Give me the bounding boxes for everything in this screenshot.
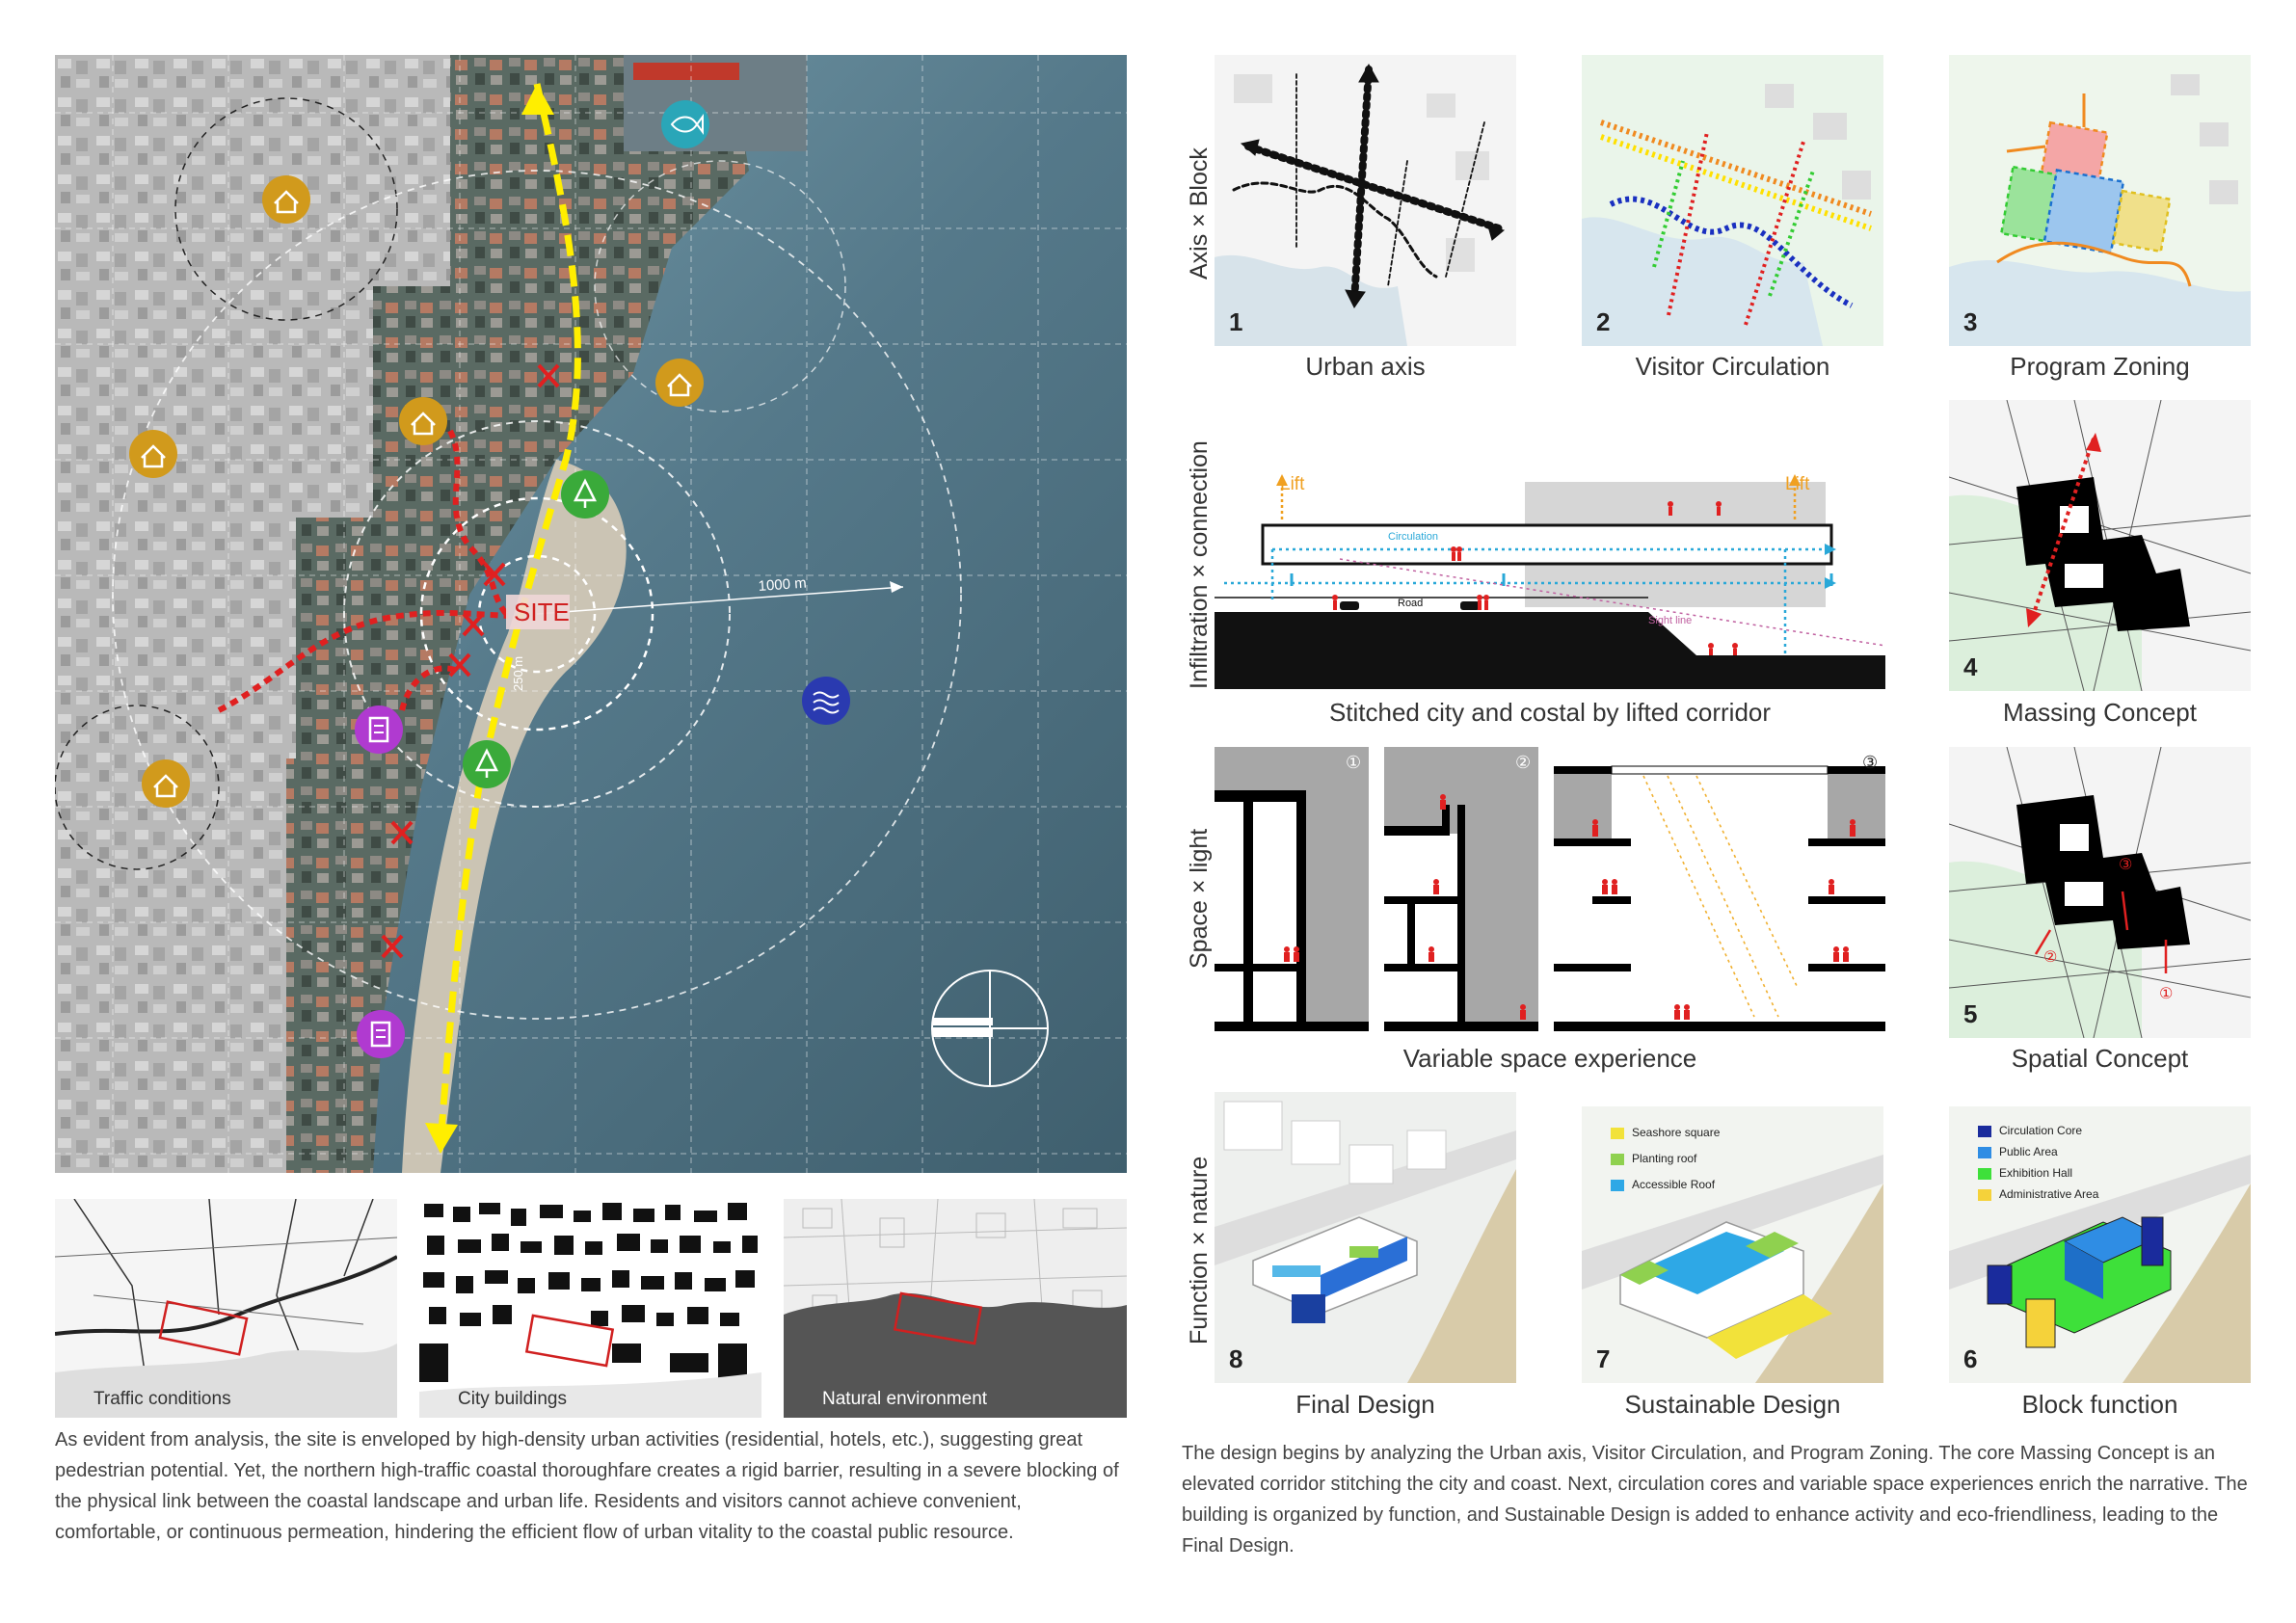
house-icon (655, 359, 704, 407)
legend-label: Planting roof (1632, 1152, 1697, 1165)
diagram-number: 3 (1963, 307, 1978, 336)
radius-1000-label: 1000 m (758, 575, 807, 595)
legend-label: Seashore square (1632, 1126, 1721, 1139)
circulation-label: Circulation (1388, 531, 1438, 543)
waves-icon (802, 677, 850, 725)
house-icon (129, 430, 177, 478)
caption-program-zoning: Program Zoning (2010, 352, 2190, 381)
legend-public-area: Public Area (1978, 1145, 2058, 1158)
nature-map (784, 1199, 1127, 1418)
diagram-number: 2 (1596, 307, 1611, 336)
row-label-function-nature: Function × nature (1186, 1156, 1213, 1344)
legend-label: Public Area (1999, 1145, 2058, 1158)
legend-label: Exhibition Hall (1999, 1166, 2073, 1180)
urban-axis-graphic (1215, 63, 1506, 346)
tree-icon (463, 740, 511, 788)
variable-space-graphic (1215, 747, 1885, 1031)
caption-massing-concept: Massing Concept (2003, 698, 2197, 727)
thumb-label-traffic: Traffic conditions (93, 1389, 231, 1409)
legend-label: Administrative Area (1999, 1187, 2099, 1201)
variable-mark-1: ① (1346, 753, 1362, 772)
legend-circulation-core: Circulation Core (1978, 1124, 2082, 1137)
traffic-map (55, 1199, 397, 1418)
spatial-concept-diagram: ③ ② ① 5 (1949, 747, 2251, 1038)
diagram-number: 8 (1229, 1344, 1243, 1373)
spatial-mark-2: ② (2043, 949, 2058, 966)
section-graphic (1215, 474, 1885, 689)
legend-planting: Planting roof (1611, 1152, 1696, 1165)
north-arrow-icon (931, 970, 1049, 1087)
figure-ground-map (419, 1203, 761, 1418)
right-description: The design begins by analyzing the Urban… (1182, 1443, 2248, 1556)
diagram-number: 1 (1229, 307, 1243, 336)
caption-sustainable-design: Sustainable Design (1624, 1390, 1841, 1419)
natural-environment-thumb: Natural environment (784, 1199, 1127, 1418)
legend-exhibition-hall: Exhibition Hall (1978, 1166, 2072, 1180)
lift-label-left: Lift (1280, 474, 1305, 494)
road-label: Road (1398, 598, 1424, 609)
site-map: 1000 m 250 m SITE (55, 55, 1127, 1173)
site-label: SITE (514, 598, 570, 626)
house-icon (262, 175, 310, 224)
block-function-graphic (1949, 1155, 2251, 1383)
caption-variable-space: Variable space experience (1402, 1044, 1697, 1073)
sustainable-design-graphic (1582, 1155, 1883, 1383)
thumb-label-nature: Natural environment (822, 1389, 988, 1409)
lift-label-right: Lift (1785, 474, 1810, 494)
diagram-number: 4 (1963, 652, 1978, 681)
final-design-diagram: 8 (1215, 1092, 1516, 1383)
spatial-mark-3: ③ (2119, 857, 2133, 873)
caption-block-function: Block function (2021, 1390, 2178, 1419)
caption-spatial-concept: Spatial Concept (2011, 1044, 2189, 1073)
program-zoning-diagram: 3 (1949, 55, 2251, 346)
row-label-axis-block: Axis × Block (1186, 147, 1213, 279)
caption-final-design: Final Design (1295, 1390, 1435, 1419)
house-icon (399, 397, 447, 445)
left-description: As evident from analysis, the site is en… (55, 1429, 1119, 1543)
legend-administrative: Administrative Area (1978, 1187, 2098, 1201)
site-map-graphic: 1000 m 250 m SITE (55, 55, 1127, 1173)
visitor-circulation-graphic (1582, 84, 1872, 346)
diagram-number: 7 (1596, 1344, 1611, 1373)
variable-mark-3: ③ (1862, 753, 1879, 772)
legend-label: Circulation Core (1999, 1124, 2083, 1137)
visitor-circulation-diagram: 2 (1582, 55, 1883, 346)
final-design-graphic (1215, 1101, 1516, 1383)
hotel-icon (355, 705, 403, 754)
house-icon (142, 759, 190, 808)
traffic-conditions-thumb: Traffic conditions (55, 1199, 397, 1418)
sustainable-design-diagram: Seashore square Planting roof Accessible… (1582, 1106, 1883, 1383)
hotel-icon (357, 1010, 405, 1058)
section-lifted-corridor: Lift Lift Circulation Road Sight line (1215, 414, 1885, 689)
variable-space-diagram: ① ② ③ (1215, 747, 1885, 1036)
caption-visitor-circulation: Visitor Circulation (1635, 352, 1830, 381)
spatial-concept-graphic (1949, 747, 2251, 1038)
thumb-label-buildings: City buildings (458, 1389, 567, 1409)
caption-urban-axis: Urban axis (1305, 352, 1426, 381)
diagram-number: 6 (1963, 1344, 1978, 1373)
legend-seashore: Seashore square (1611, 1126, 1720, 1139)
massing-concept-diagram: 4 (1949, 400, 2251, 691)
program-zoning-graphic (1949, 74, 2251, 346)
city-buildings-thumb: City buildings (419, 1199, 761, 1418)
spatial-mark-1: ① (2159, 986, 2174, 1002)
car-icon (1460, 601, 1480, 610)
diagram-number: 5 (1963, 999, 1978, 1028)
urban-axis-diagram: 1 (1215, 55, 1516, 346)
block-function-diagram: Circulation Core Public Area Exhibition … (1949, 1106, 2251, 1383)
radius-250-label: 250 m (511, 656, 525, 691)
legend-accessible: Accessible Roof (1611, 1178, 1715, 1191)
row-label-space-light: Space × light (1186, 828, 1213, 969)
tree-icon (561, 470, 609, 519)
car-icon (1340, 601, 1359, 610)
legend-label: Accessible Roof (1632, 1178, 1716, 1191)
sight-line-label: Sight line (1648, 615, 1693, 626)
massing-concept-graphic (1949, 400, 2251, 691)
fish-icon (661, 100, 709, 148)
row-label-infiltration: Infiltration × connection (1186, 440, 1213, 689)
variable-mark-2: ② (1515, 753, 1532, 772)
caption-stitched-city: Stitched city and costal by lifted corri… (1328, 698, 1772, 727)
